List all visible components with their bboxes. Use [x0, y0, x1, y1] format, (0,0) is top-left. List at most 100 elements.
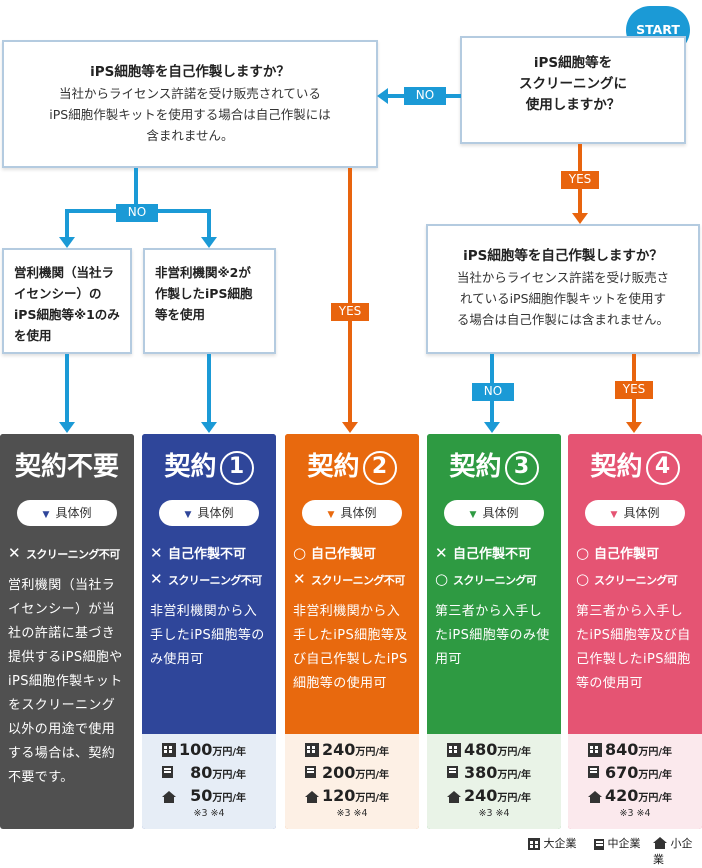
price-value: 480万円/年	[464, 739, 531, 764]
q-nonprofit-line: 非営利機関※2が	[155, 265, 251, 280]
q-self-left-line: iPS細胞作製キットを使用する場合は自己作製には	[49, 107, 331, 122]
large-company-icon	[162, 743, 176, 757]
connector-line	[65, 354, 69, 425]
contract-number: 2	[362, 451, 397, 485]
contract-title-text: 契約	[307, 452, 360, 482]
legend: 大企業	[528, 836, 577, 852]
q-nonprofit-line: 作製したiPS細胞	[155, 286, 253, 301]
capability-row: ○スクリーニング可	[576, 566, 698, 592]
yes-label: YES	[561, 171, 599, 189]
contract-description: 第三者から入手したiPS細胞等のみ使用可	[435, 604, 550, 667]
triangle-down-icon: ▼	[469, 510, 477, 520]
price-row: 480万円/年	[427, 739, 561, 761]
price-row: 50万円/年	[142, 785, 276, 807]
q-screening-line: スクリーニングに	[519, 76, 627, 92]
option-commercial-cells: 営利機関（当社ラ イセンシー）の iPS細胞等※1のみ を使用	[2, 248, 132, 354]
triangle-down-icon: ▼	[610, 510, 618, 520]
price-value: 50万円/年	[190, 785, 246, 810]
example-pill: ▼具体例	[585, 500, 685, 526]
no-label: NO	[472, 383, 514, 401]
price-unit: 万円/年	[638, 793, 672, 804]
large-company-icon	[528, 838, 540, 850]
capability-label: 自己作製不可	[168, 547, 247, 562]
arrow-left-icon	[377, 88, 388, 104]
contract-title-text: 契約	[449, 452, 502, 482]
price-amount: 100	[178, 740, 213, 759]
no-label: NO	[116, 204, 158, 222]
price-value: 120万円/年	[322, 785, 389, 810]
q-nonprofit-line: 等を使用	[155, 307, 206, 322]
price-row: 420万円/年	[568, 785, 702, 807]
q-screening-line: 使用しますか？	[525, 97, 621, 113]
capability-label: 自己作製不可	[453, 547, 532, 562]
arrow-down-icon	[59, 422, 75, 433]
price-note: ※3 ※4	[478, 808, 510, 819]
price-row: 840万円/年	[568, 739, 702, 761]
connector-line	[348, 168, 352, 425]
large-company-icon	[588, 743, 602, 757]
capability-label: 自己作製可	[594, 547, 660, 562]
arrow-down-icon	[626, 422, 642, 433]
small-company-icon	[447, 791, 461, 803]
price-amount: 670	[604, 763, 639, 782]
example-label: 具体例	[340, 506, 377, 520]
capability-row: ✕自己作製不可	[150, 540, 272, 566]
price-note: ※3 ※4	[193, 808, 225, 819]
q-commercial-line: を使用	[14, 328, 52, 343]
capability-row: ○ 自己作製可	[293, 540, 415, 566]
price-unit: 万円/年	[638, 770, 672, 781]
cross-icon: ✕	[293, 570, 306, 588]
triangle-down-icon: ▼	[42, 510, 50, 520]
capability-label: スクリーニング可	[453, 574, 537, 587]
example-pill: ▼具体例	[17, 500, 117, 526]
connector-line	[207, 354, 211, 425]
price-row: 380万円/年	[427, 762, 561, 784]
price-value: 420万円/年	[605, 785, 672, 810]
arrow-down-icon	[201, 237, 217, 248]
contract-title-text: 契約	[590, 452, 643, 482]
example-pill: ▼具体例	[159, 500, 259, 526]
medium-company-icon	[588, 766, 599, 778]
capability-label: スクリーニング不可	[311, 574, 405, 587]
contract-number: 3	[504, 451, 539, 485]
circle-icon: ○	[293, 544, 307, 562]
capability-marks: ✕自己作製不可✕スクリーニング不可	[150, 540, 272, 592]
yes-label: YES	[615, 381, 653, 399]
arrow-down-icon	[201, 422, 217, 433]
price-row: 200万円/年	[285, 762, 419, 784]
price-row: 670万円/年	[568, 762, 702, 784]
capability-row: ✕スクリーニング不可	[8, 540, 130, 566]
capability-marks: ✕自己作製不可 ○ スクリーニング可	[435, 540, 557, 592]
medium-company-icon	[162, 766, 173, 778]
contract-title-text: 契約	[164, 452, 217, 482]
capability-marks: ✕スクリーニング不可	[8, 540, 130, 566]
price-value: 240万円/年	[322, 739, 389, 764]
capability-row: ✕自己作製不可	[435, 540, 557, 566]
circle-icon: ○	[435, 570, 449, 588]
price-amount: 840	[604, 740, 639, 759]
contract-number: 1	[219, 451, 254, 485]
legend: 小企業	[653, 836, 702, 868]
price-unit: 万円/年	[638, 747, 672, 758]
price-unit: 万円/年	[212, 770, 246, 781]
triangle-down-icon: ▼	[184, 510, 192, 520]
price-row: 120万円/年	[285, 785, 419, 807]
connector-line	[207, 209, 211, 239]
capability-label: 自己作製可	[311, 547, 377, 562]
price-amount: 80	[190, 763, 213, 782]
price-unit: 万円/年	[212, 793, 246, 804]
q-self-left-line: 当社からライセンス許諾を受け販売されている	[59, 86, 321, 101]
price-unit: 万円/年	[497, 770, 531, 781]
circle-icon: ○	[576, 544, 590, 562]
price-value: 380万円/年	[464, 762, 531, 787]
price-unit: 万円/年	[497, 747, 531, 758]
price-unit: 万円/年	[355, 770, 389, 781]
